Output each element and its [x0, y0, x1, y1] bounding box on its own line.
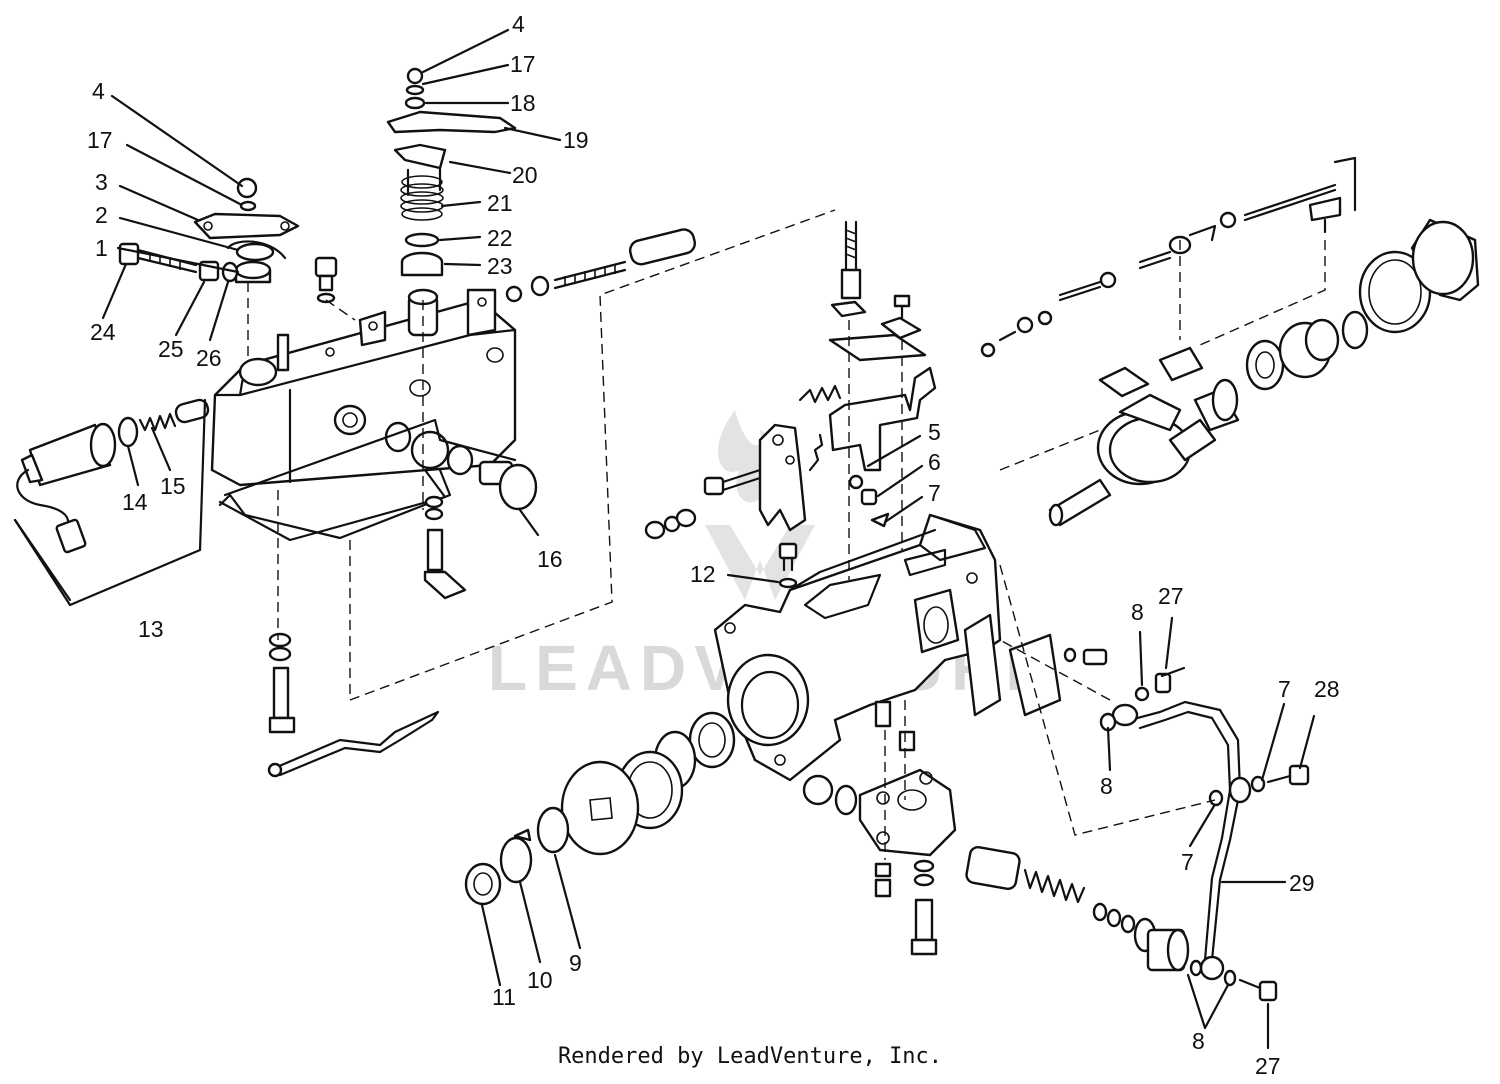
callout-11: 11 [492, 984, 516, 1010]
bracket-13 [13, 398, 207, 607]
transfer-pump-block [802, 700, 957, 857]
callout-20: 20 [512, 162, 538, 188]
callout-labels: 4 17 18 19 20 21 22 23 4 17 3 2 1 24 25 … [87, 11, 1340, 1079]
governor-bracket [828, 366, 937, 472]
callout-19: 19 [563, 127, 589, 153]
nut-stud-top [314, 256, 338, 304]
callout-23: 23 [487, 253, 513, 279]
cover-gasket [218, 468, 447, 542]
regulator-spring-row [965, 845, 1190, 972]
bolt-12 [778, 542, 798, 589]
o-ring-14 [117, 416, 139, 448]
callout-27: 27 [1255, 1053, 1281, 1079]
callout-26: 26 [196, 345, 222, 371]
callout-16: 16 [537, 546, 563, 572]
throttle-arm-assembly [193, 177, 300, 284]
callout-21: 21 [487, 190, 513, 216]
pivot-bolt [703, 468, 762, 496]
plate-and-bolt [828, 294, 927, 362]
callout-29: 29 [1289, 870, 1315, 896]
callout-3: 3 [95, 169, 108, 195]
nut-pair [644, 508, 697, 540]
callout-27: 27 [1158, 583, 1184, 609]
callout-10: 10 [527, 967, 553, 993]
callout-5: 5 [928, 419, 941, 445]
seal-stack [464, 711, 736, 906]
callout-17: 17 [510, 51, 536, 77]
shutoff-stud-lower [268, 632, 296, 734]
callout-22: 22 [487, 225, 513, 251]
control-rod [980, 156, 1357, 358]
callout-9: 9 [569, 950, 582, 976]
callout-8: 8 [1100, 773, 1113, 799]
callout-14: 14 [122, 489, 148, 515]
callout-2: 2 [95, 202, 108, 228]
side-cover-gasket [963, 613, 1108, 717]
spring-15 [138, 398, 210, 432]
callout-17: 17 [87, 127, 113, 153]
link-pin-assembly [505, 228, 697, 303]
callout-7: 7 [1278, 676, 1291, 702]
spring-small-1 [798, 384, 842, 404]
throttle-spring-stack [386, 67, 517, 277]
governor-cover-housing [210, 288, 517, 540]
fitting-16 [478, 460, 538, 511]
callout-leaders [13, 28, 1316, 1050]
shutoff-stud-small [423, 495, 467, 600]
governor-arm-plate [758, 423, 807, 532]
callout-4: 4 [92, 78, 105, 104]
drive-shaft-assembly [1048, 346, 1240, 527]
screw-5-6-7 [848, 474, 890, 528]
governor-stud [830, 220, 867, 318]
callout-8: 8 [1192, 1028, 1205, 1054]
callout-4: 4 [512, 11, 525, 37]
callout-18: 18 [510, 90, 536, 116]
callout-15: 15 [160, 473, 186, 499]
assembly-guide-lines [247, 209, 1326, 860]
callout-6: 6 [928, 449, 941, 475]
callout-7: 7 [928, 480, 941, 506]
callout-12: 12 [690, 561, 716, 587]
spring-small-2 [808, 433, 824, 472]
callout-7: 7 [1181, 849, 1194, 875]
linkage-rod [267, 710, 440, 778]
fuel-line-29 [1099, 666, 1310, 1002]
solenoid-13 [16, 422, 117, 554]
callout-1: 1 [95, 235, 108, 261]
callout-25: 25 [158, 336, 184, 362]
callout-24: 24 [90, 319, 116, 345]
callout-8: 8 [1131, 599, 1144, 625]
pump-housing [713, 513, 1002, 782]
footer-credit: Rendered by LeadVenture, Inc. [557, 1044, 943, 1069]
callout-13: 13 [138, 616, 164, 642]
valve-stems-lower [874, 859, 938, 956]
bearing-washers [1245, 218, 1480, 391]
callout-28: 28 [1314, 676, 1340, 702]
long-bolt-24 [118, 242, 198, 274]
